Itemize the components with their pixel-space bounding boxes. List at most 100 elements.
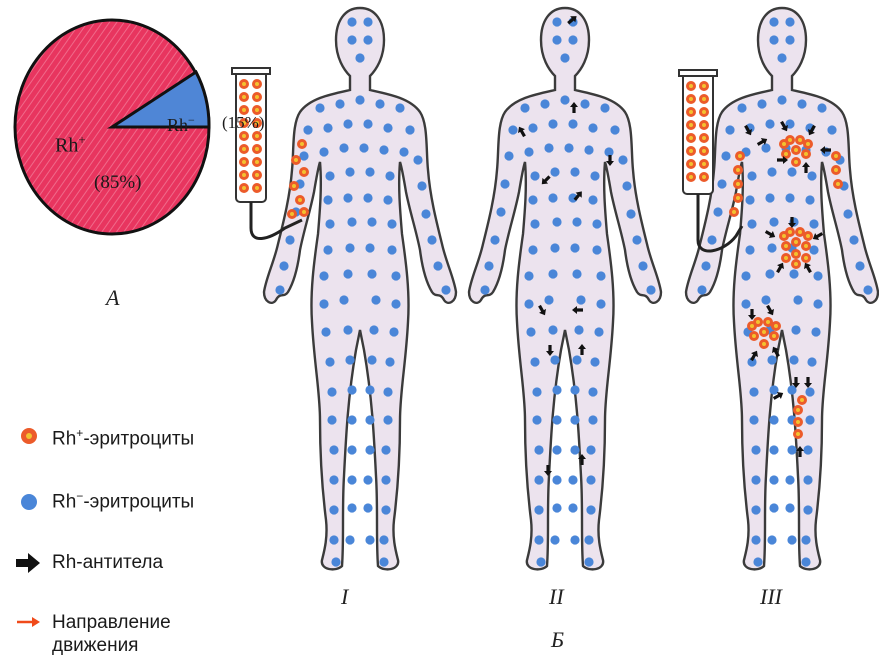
rh-pos-cell-core <box>762 342 766 346</box>
rh-neg-cell <box>801 535 810 544</box>
rh-pos-cell-core <box>804 256 808 260</box>
rh-neg-cell <box>745 195 754 204</box>
legend-direction-arrow-icon <box>17 617 40 627</box>
rh-neg-cell <box>303 125 312 134</box>
rh-neg-cell <box>367 217 376 226</box>
rh-neg-cell <box>570 385 579 394</box>
rh-neg-cell <box>793 295 802 304</box>
rh-pos-cell-core <box>798 230 802 234</box>
rh-neg-cell <box>803 445 812 454</box>
rh-neg-cell <box>827 125 836 134</box>
rh-neg-cell <box>355 53 364 62</box>
rh-neg-cell <box>363 119 372 128</box>
rh-neg-cell <box>385 357 394 366</box>
rh-pos-cell-core <box>242 82 246 86</box>
rh-neg-cell <box>572 269 581 278</box>
rh-neg-cell <box>526 327 535 336</box>
rh-pos-cell-core <box>298 198 302 202</box>
legend-antibody-arrow-icon <box>16 553 40 573</box>
figures-group-caption: Б <box>551 627 564 653</box>
rh-neg-cell <box>765 119 774 128</box>
rh-pos-cell-core <box>782 142 786 146</box>
rh-neg-cell <box>548 193 557 202</box>
rh-neg-cell <box>751 445 760 454</box>
rh-neg-cell <box>769 217 778 226</box>
rh-neg-cell <box>588 123 597 132</box>
rh-neg-cell <box>749 415 758 424</box>
rh-neg-cell <box>530 171 539 180</box>
rh-neg-cell <box>413 155 422 164</box>
rh-pos-cell-core <box>804 152 808 156</box>
rh-pos-cell-core <box>794 160 798 164</box>
rh-neg-cell <box>385 171 394 180</box>
rh-neg-cell <box>745 245 754 254</box>
rh-neg-cell <box>767 243 776 252</box>
rh-neg-cell <box>767 167 776 176</box>
pie-percent-rh-neg: (15%) <box>222 113 264 133</box>
rh-neg-cell <box>618 155 627 164</box>
rh-pos-cell-core <box>774 324 778 328</box>
rh-neg-cell <box>789 269 798 278</box>
rh-neg-cell <box>576 295 585 304</box>
rh-neg-cell <box>769 445 778 454</box>
rh-pos-cell-core <box>788 230 792 234</box>
rh-pos-cell-core <box>689 175 693 179</box>
rh-neg-cell <box>803 505 812 514</box>
rh-neg-cell <box>741 271 750 280</box>
rh-neg-cell <box>588 387 597 396</box>
rh-neg-cell <box>568 119 577 128</box>
rh-neg-cell <box>550 167 559 176</box>
rh-neg-cell <box>568 503 577 512</box>
rh-neg-cell <box>532 387 541 396</box>
rh-neg-cell <box>785 503 794 512</box>
rh-pos-cell-core <box>689 149 693 153</box>
rh-neg-cell <box>552 445 561 454</box>
rh-neg-cell <box>343 119 352 128</box>
rh-pos-cell-core <box>702 149 706 153</box>
rh-neg-cell <box>383 123 392 132</box>
rh-neg-cell <box>632 235 641 244</box>
rh-neg-cell <box>371 295 380 304</box>
rh-pos-cell-core <box>255 160 259 164</box>
rh-neg-cell <box>363 17 372 26</box>
rh-pos-cell-core <box>255 173 259 177</box>
rh-neg-cell <box>379 535 388 544</box>
rh-neg-cell <box>761 143 770 152</box>
rh-neg-cell <box>339 295 348 304</box>
rh-neg-cell <box>548 325 557 334</box>
rh-neg-cell <box>588 195 597 204</box>
rh-neg-cell <box>749 387 758 396</box>
figure-i-label: I <box>341 584 348 610</box>
rh-neg-cell <box>421 209 430 218</box>
rh-neg-cell <box>767 535 776 544</box>
rh-neg-cell <box>389 327 398 336</box>
rh-neg-cell <box>807 357 816 366</box>
legend-direction-label-line2: движения <box>52 635 138 657</box>
rh-neg-cell <box>568 475 577 484</box>
rh-neg-cell <box>319 147 328 156</box>
rh-neg-cell <box>849 235 858 244</box>
rh-neg-cell <box>496 207 505 216</box>
rh-neg-cell <box>805 195 814 204</box>
figure-ii <box>469 8 661 569</box>
rh-neg-cell <box>508 125 517 134</box>
rh-neg-cell <box>550 243 559 252</box>
rh-neg-cell <box>347 217 356 226</box>
rh-pos-cell-core <box>290 212 294 216</box>
rh-neg-cell <box>751 535 760 544</box>
rh-pos-cell-core <box>750 324 754 328</box>
rh-neg-cell <box>568 35 577 44</box>
rh-neg-cell <box>345 355 354 364</box>
rh-neg-cell <box>701 261 710 270</box>
rh-neg-cell <box>427 235 436 244</box>
rh-neg-cell <box>594 327 603 336</box>
rh-neg-cell <box>548 269 557 278</box>
rh-pos-cell-core <box>738 154 742 158</box>
rh-neg-cell <box>610 125 619 134</box>
rh-neg-cell <box>777 53 786 62</box>
legend-rh-neg-cell-icon <box>21 494 37 510</box>
pie-label-rh-neg: Rh− <box>167 113 195 136</box>
rh-neg-cell <box>638 261 647 270</box>
rh-neg-cell <box>433 261 442 270</box>
rh-neg-cell <box>365 167 374 176</box>
